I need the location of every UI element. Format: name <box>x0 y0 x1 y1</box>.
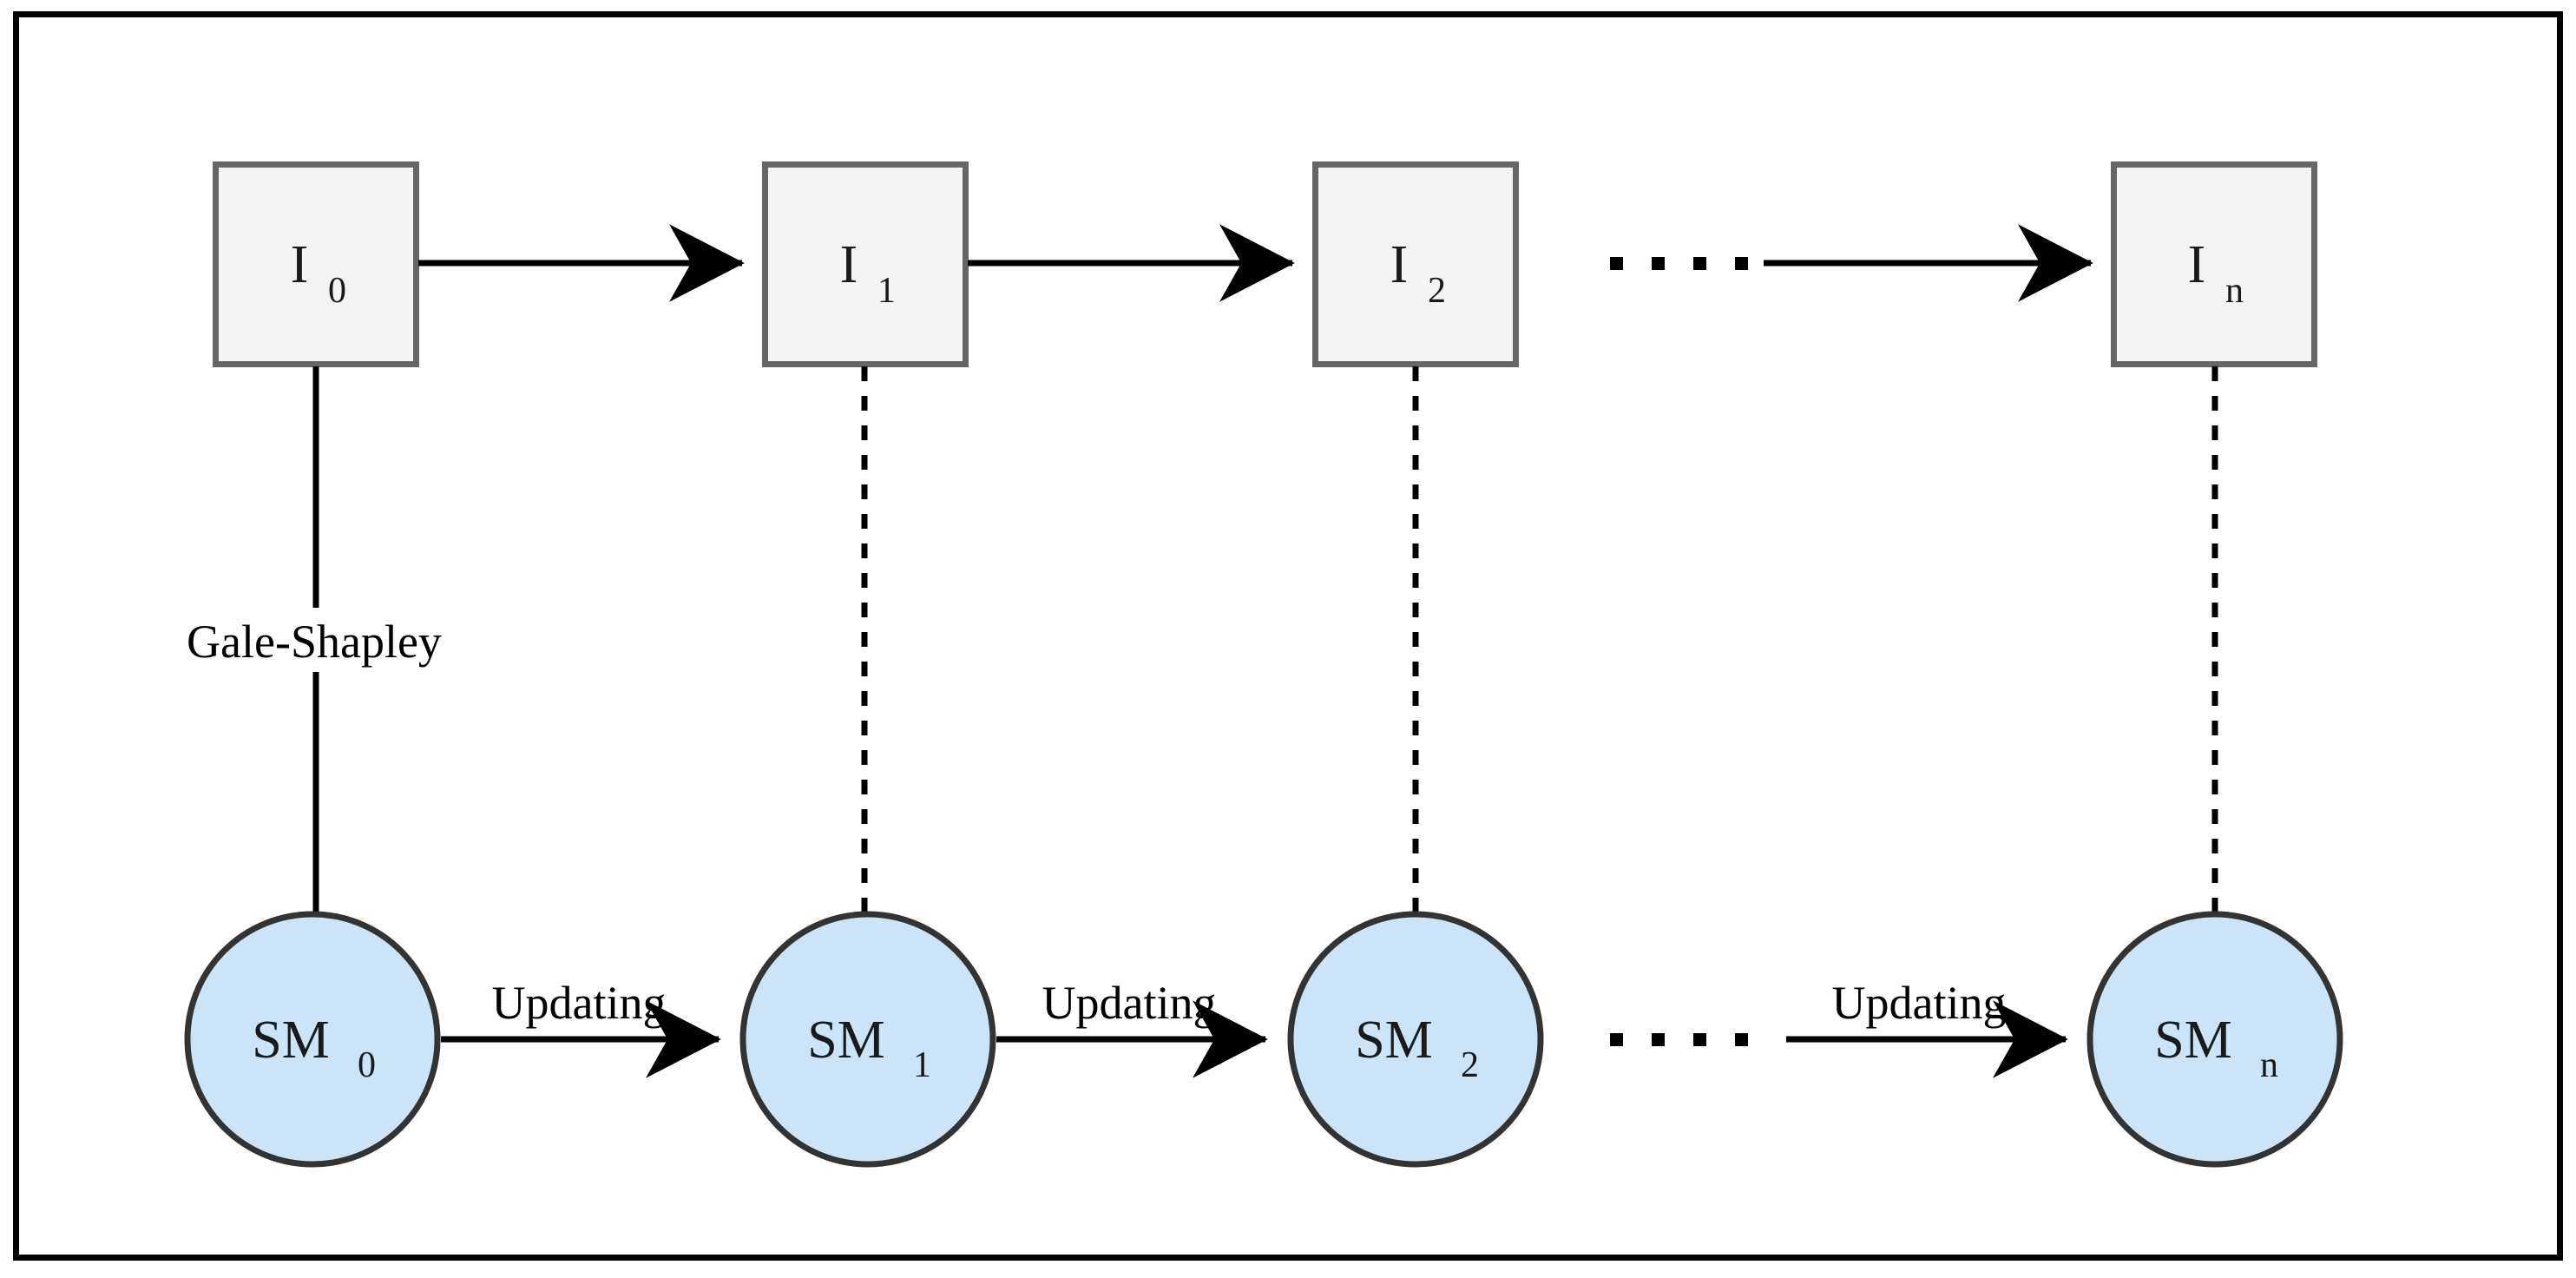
matching-label-base: SM <box>252 1011 330 1070</box>
matching-node-SM2[interactable]: SM 2 <box>1287 911 1544 1168</box>
matching-circle[interactable] <box>2086 911 2343 1168</box>
instance-box[interactable] <box>213 161 419 367</box>
instance-label-sub: n <box>2225 271 2244 311</box>
updating-label-1: Updating <box>492 977 667 1029</box>
instance-label-base: I <box>1390 235 1409 294</box>
instance-label-base: I <box>2188 235 2206 294</box>
updating-label-2: Updating <box>1042 977 1217 1029</box>
matching-label-base: SM <box>2154 1011 2232 1070</box>
matching-circle[interactable] <box>739 911 996 1168</box>
matching-node-SMn[interactable]: SM n <box>2086 911 2343 1168</box>
gale-shapley-label: Gale-Shapley <box>187 616 442 668</box>
instance-node-In[interactable]: I n <box>2111 161 2317 367</box>
instance-box[interactable] <box>1312 161 1519 367</box>
matching-label-sub: n <box>2260 1045 2278 1085</box>
gale-shapley-label-backdrop <box>165 608 469 672</box>
matching-circle[interactable] <box>184 911 441 1168</box>
ellipsis-top <box>1610 257 1748 270</box>
matching-label-sub: 0 <box>358 1045 376 1085</box>
instance-node-I1[interactable]: I 1 <box>762 161 969 367</box>
instance-label-sub: 1 <box>877 271 896 311</box>
matching-label-base: SM <box>1355 1011 1433 1070</box>
instance-label-sub: 0 <box>328 271 346 311</box>
matching-node-SM1[interactable]: SM 1 <box>739 911 996 1168</box>
instance-box[interactable] <box>762 161 969 367</box>
instance-label-base: I <box>840 235 858 294</box>
instance-label-sub: 2 <box>1428 271 1446 311</box>
instance-label-base: I <box>291 235 309 294</box>
matching-circle[interactable] <box>1287 911 1544 1168</box>
ellipsis-bottom <box>1610 1033 1748 1046</box>
instance-node-I0[interactable]: I 0 <box>213 161 419 367</box>
instance-node-I2[interactable]: I 2 <box>1312 161 1519 367</box>
matching-node-SM0[interactable]: SM 0 <box>184 911 441 1168</box>
diagram-frame <box>13 11 2563 1261</box>
matching-label-sub: 2 <box>1461 1045 1479 1085</box>
updating-label-3: Updating <box>1832 977 2007 1029</box>
matching-label-base: SM <box>807 1011 885 1070</box>
matching-label-sub: 1 <box>913 1045 931 1085</box>
instance-box[interactable] <box>2111 161 2317 367</box>
